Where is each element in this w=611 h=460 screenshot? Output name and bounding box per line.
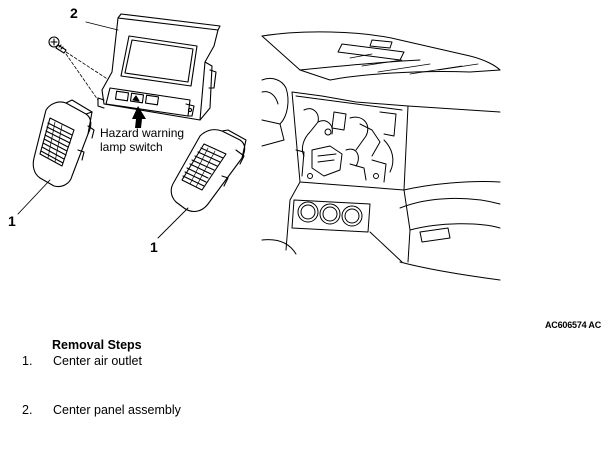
removal-step-text: Center panel assembly (53, 403, 181, 417)
callout-number-center-panel: 2 (70, 5, 78, 21)
hazard-arrow-icon (132, 106, 146, 128)
removal-step: 1. Center air outlet (22, 354, 142, 368)
screw-leader-lines (65, 51, 113, 101)
center-air-outlet-left (17, 99, 95, 215)
hazard-switch-label-line2: lamp switch (100, 140, 163, 154)
callout-number-air-outlet-left: 1 (8, 213, 16, 229)
hazard-switch-label-line1: Hazard warning (100, 126, 185, 140)
removal-step-number: 2. (22, 403, 33, 417)
illustration-reference-code: AC606574 AC (545, 320, 601, 330)
center-air-outlet-right (157, 129, 247, 239)
removal-step-number: 1. (22, 354, 33, 368)
hazard-switch-label: Hazard warning lamp switch (100, 126, 184, 154)
removal-steps-heading: Removal Steps (52, 338, 142, 352)
center-panel-assembly (85, 13, 221, 121)
dashboard-illustration (261, 31, 501, 281)
removal-step: 2. Center panel assembly (22, 403, 181, 417)
hazard-triangle-icon (132, 95, 140, 102)
removal-step-text: Center air outlet (53, 354, 142, 368)
screw-icon (48, 36, 67, 54)
exploded-view-illustration (17, 13, 501, 281)
callout-number-air-outlet-right: 1 (150, 239, 158, 255)
